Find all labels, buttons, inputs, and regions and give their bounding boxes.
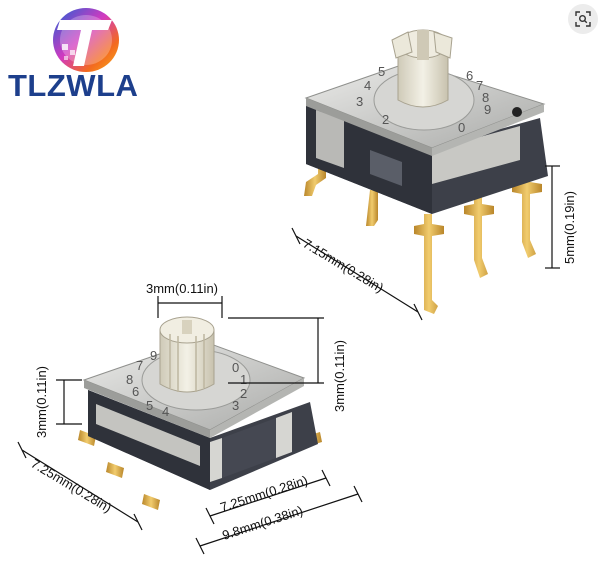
pin (366, 190, 378, 226)
svg-text:7: 7 (476, 78, 483, 93)
svg-text:4: 4 (162, 404, 169, 419)
svg-text:2: 2 (240, 386, 247, 401)
svg-text:6: 6 (132, 384, 139, 399)
svg-text:6: 6 (466, 68, 473, 83)
pin (464, 192, 494, 278)
side-depth-dimension: 7.25mm(0.28in) (17, 441, 143, 531)
metal-clip (210, 438, 222, 482)
svg-text:3: 3 (232, 398, 239, 413)
top-pin-height-dimension: 5mm(0.19in) (545, 165, 577, 269)
top-rotary-switch: 3 4 5 6 7 8 9 0 2 (304, 29, 548, 314)
svg-text:8: 8 (126, 372, 133, 387)
knob (159, 316, 215, 393)
pad (78, 430, 96, 446)
brand-logo-icon (53, 8, 119, 72)
lens-search-icon (575, 11, 591, 27)
pad (142, 494, 160, 510)
body-height-dimension: 3mm(0.11in) (34, 366, 82, 438)
svg-text:8: 8 (482, 90, 489, 105)
svg-text:0: 0 (458, 120, 465, 135)
top-pin-height-label: 5mm(0.19in) (562, 191, 577, 264)
svg-text:2: 2 (382, 112, 389, 127)
lens-search-button[interactable] (568, 4, 598, 34)
bottom-rotary-switch: 5 6 7 8 9 0 1 2 3 4 (78, 316, 322, 510)
svg-text:3: 3 (356, 94, 363, 109)
pin (414, 214, 444, 314)
side-depth-label: 7.25mm(0.28in) (28, 456, 114, 516)
svg-text:7: 7 (136, 358, 143, 373)
top-depth-dimension: 7.15mm(0.28in) (291, 227, 423, 321)
top-depth-label: 7.15mm(0.28in) (300, 236, 386, 296)
svg-text:1: 1 (240, 372, 247, 387)
knob-height-dimension: 3mm(0.11in) (228, 317, 347, 412)
svg-text:9: 9 (150, 348, 157, 363)
metal-clip (276, 412, 292, 458)
svg-text:5: 5 (146, 398, 153, 413)
pad (106, 462, 124, 478)
knob (391, 29, 453, 108)
svg-text:0: 0 (232, 360, 239, 375)
pin (512, 170, 542, 258)
svg-text:5: 5 (378, 64, 385, 79)
brand-name: TLZWLA (8, 68, 139, 103)
dial-numbers: 5 6 7 8 9 0 1 2 3 4 (126, 348, 247, 419)
knob-height-label: 3mm(0.11in) (332, 340, 347, 412)
dial-numbers: 3 4 5 6 7 8 9 0 2 (356, 64, 491, 135)
knob-width-label: 3mm(0.11in) (146, 281, 218, 296)
body-height-label: 3mm(0.11in) (34, 366, 49, 438)
svg-text:9: 9 (484, 102, 491, 117)
knob-width-dimension: 3mm(0.11in) (146, 281, 223, 318)
svg-text:4: 4 (364, 78, 371, 93)
